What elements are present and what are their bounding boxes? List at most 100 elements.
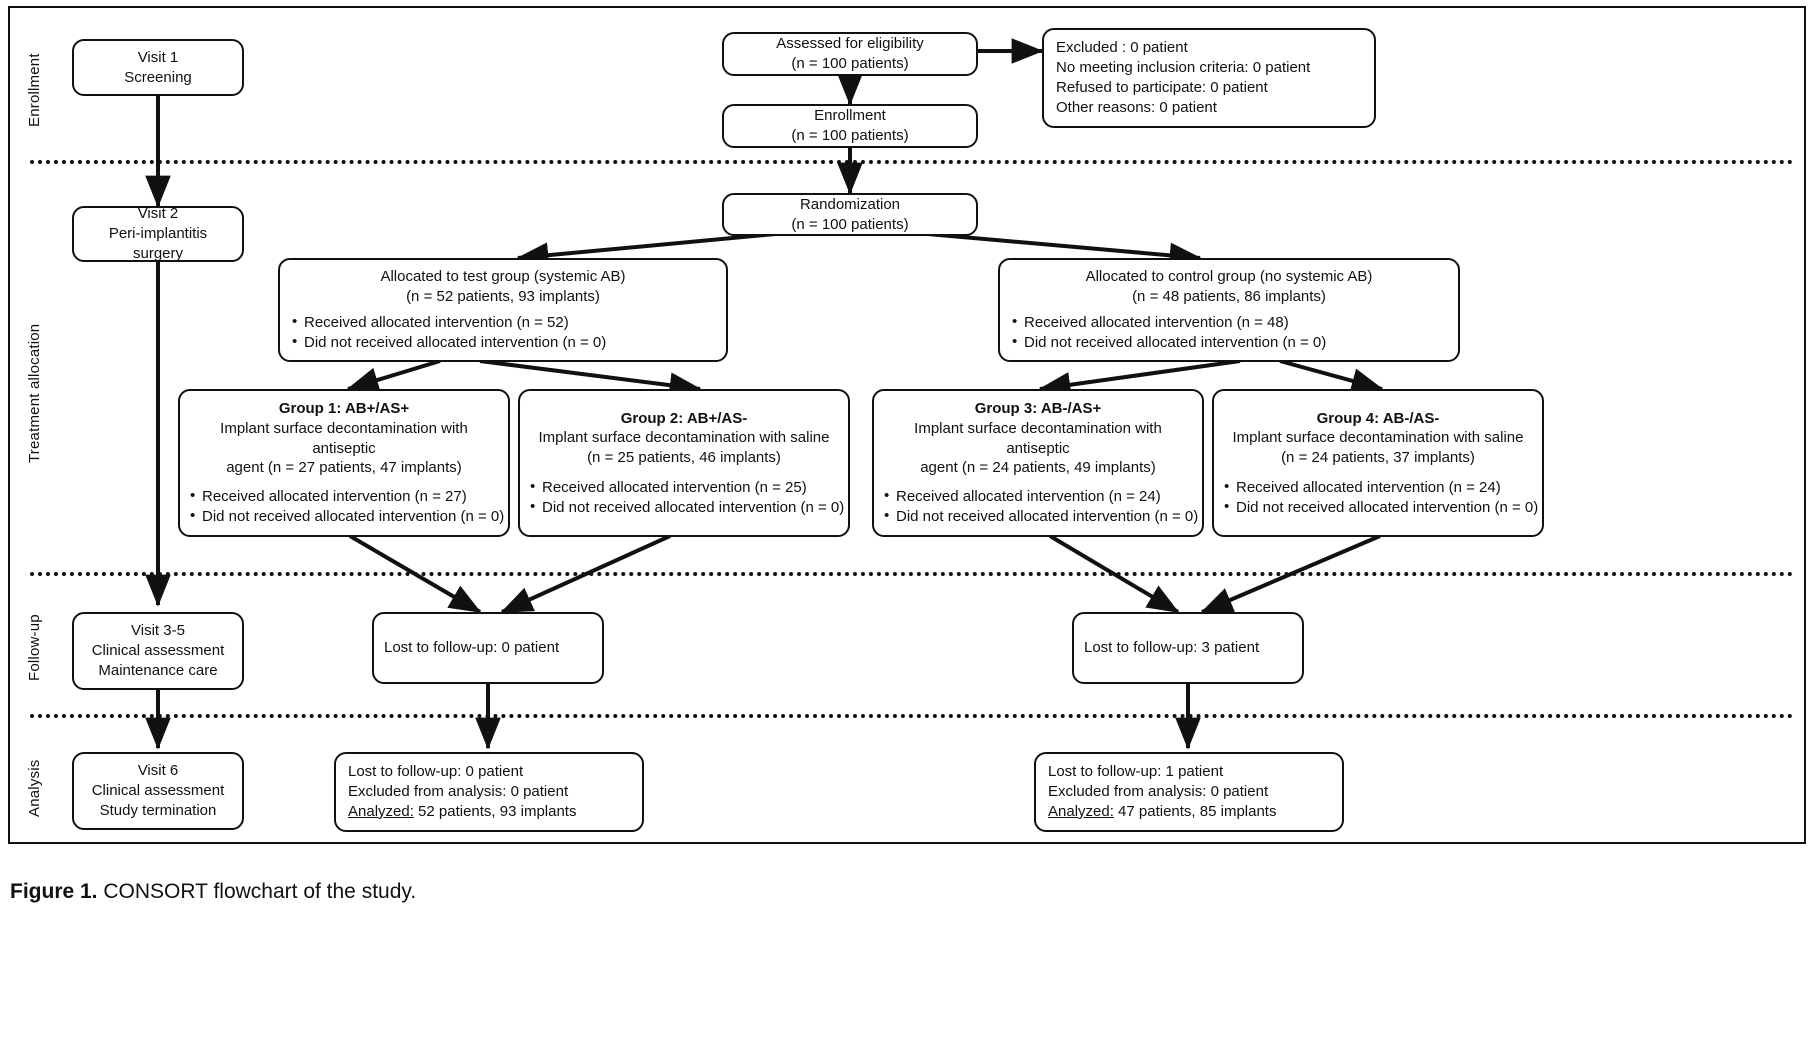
group4-bullets: Received allocated intervention (n = 24)…	[1222, 477, 1538, 518]
consort-flowchart-frame: Enrollment Treatment allocation Follow-u…	[8, 6, 1806, 844]
spacer	[290, 307, 716, 314]
node-visit-1[interactable]: Visit 1 Screening	[72, 39, 244, 96]
node-visit-6[interactable]: Visit 6 Clinical assessment Study termin…	[72, 752, 244, 830]
node-visit-3-5[interactable]: Visit 3-5 Clinical assessment Maintenanc…	[72, 612, 244, 690]
analysis-left-line3: Analyzed: 52 patients, 93 implants	[348, 802, 630, 822]
visit35-line1: Visit 3-5	[131, 622, 185, 640]
node-excluded[interactable]: Excluded : 0 patient No meeting inclusio…	[1042, 28, 1376, 128]
group2-title: Group 2: AB+/AS-	[620, 409, 748, 427]
assessed-line1: Assessed for eligibility	[776, 35, 924, 53]
analysis-left-analyzed-label: Analyzed:	[348, 802, 414, 820]
control-group-line2: (n = 48 patients, 86 implants)	[1132, 287, 1326, 305]
group1-bullet-2: Did not received allocated intervention …	[188, 506, 504, 527]
test-group-bullet-1: Received allocated intervention (n = 52)	[290, 312, 716, 333]
analysis-right-line1: Lost to follow-up: 1 patient	[1048, 763, 1224, 781]
group4-bullet-1: Received allocated intervention (n = 24)	[1222, 477, 1534, 498]
excluded-line-2: No meeting inclusion criteria: 0 patient	[1056, 59, 1311, 77]
node-analysis-right[interactable]: Lost to follow-up: 1 patient Excluded fr…	[1034, 752, 1344, 832]
group2-bullets: Received allocated intervention (n = 25)…	[528, 477, 844, 518]
node-assessed-for-eligibility[interactable]: Assessed for eligibility (n = 100 patien…	[722, 32, 978, 76]
group1-line2: agent (n = 27 patients, 47 implants)	[226, 459, 462, 477]
analysis-left-analyzed-value: 52 patients, 93 implants	[413, 802, 577, 820]
group2-bullet-2: Did not received allocated intervention …	[528, 497, 844, 518]
excluded-line-3: Refused to participate: 0 patient	[1056, 79, 1268, 96]
analysis-right-line3: Analyzed: 47 patients, 85 implants	[1048, 802, 1330, 822]
visit1-line1: Visit 1	[137, 48, 179, 66]
arrow-control-to-group4	[1279, 359, 1384, 394]
group1-bullet-1: Received allocated intervention (n = 27)	[188, 486, 500, 507]
analysis-right-analyzed-value: 47 patients, 85 implants	[1113, 802, 1277, 820]
visit6-line2: Clinical assessment	[91, 782, 225, 800]
enrollment-line2: (n = 100 patients)	[791, 127, 909, 144]
visit35-line2: Clinical assessment	[91, 642, 225, 660]
node-lost-to-followup-left[interactable]: Lost to follow-up: 0 patient	[372, 612, 604, 684]
visit2-line1: Visit 2	[137, 205, 179, 223]
group4-bullet-2: Did not received allocated intervention …	[1222, 497, 1538, 518]
lane-label-enrollment: Enrollment	[26, 53, 43, 127]
group2-line1: Implant surface decontamination with sal…	[538, 429, 830, 447]
control-group-bullet-2: Did not received allocated intervention …	[1010, 332, 1448, 353]
arrow-test-to-group1	[346, 359, 441, 393]
node-analysis-left[interactable]: Lost to follow-up: 0 patient Excluded fr…	[334, 752, 644, 832]
analysis-right-line2: Excluded from analysis: 0 patient	[1048, 783, 1269, 801]
group2-line2: (n = 25 patients, 46 implants)	[587, 449, 781, 467]
group1-bullets: Received allocated intervention (n = 27)…	[188, 486, 504, 527]
group3-line2: agent (n = 24 patients, 49 implants)	[920, 459, 1156, 477]
lane-label-treatment-allocation: Treatment allocation	[26, 323, 43, 463]
randomization-line2: (n = 100 patients)	[791, 215, 909, 233]
figure-caption: Figure 1. CONSORT flowchart of the study…	[10, 880, 416, 904]
control-group-line1: Allocated to control group (no systemic …	[1085, 268, 1373, 285]
spacer	[528, 468, 840, 478]
analysis-left-line2: Excluded from analysis: 0 patient	[348, 783, 569, 801]
group2-bullet-1: Received allocated intervention (n = 25)	[528, 477, 840, 498]
visit2-line2: Peri-implantitis surgery	[108, 225, 208, 262]
group3-line1: Implant surface decontamination with ant…	[914, 419, 1162, 457]
visit35-line3: Maintenance care	[98, 661, 218, 679]
spacer	[1010, 307, 1448, 314]
lane-separator-followup	[30, 714, 1794, 718]
visit6-line1: Visit 6	[137, 762, 179, 780]
group4-line2: (n = 24 patients, 37 implants)	[1281, 449, 1475, 467]
test-group-line1: Allocated to test group (systemic AB)	[380, 268, 626, 285]
spacer	[882, 478, 1194, 487]
node-group-3[interactable]: Group 3: AB-/AS+ Implant surface deconta…	[872, 389, 1204, 537]
lane-separator-treatment	[30, 572, 1794, 576]
figure-caption-text: CONSORT flowchart of the study.	[103, 880, 417, 903]
node-enrollment[interactable]: Enrollment (n = 100 patients)	[722, 104, 978, 148]
excluded-line-1: Excluded : 0 patient	[1056, 39, 1188, 57]
lane-label-analysis: Analysis	[26, 759, 43, 817]
node-group-4[interactable]: Group 4: AB-/AS- Implant surface deconta…	[1212, 389, 1544, 537]
node-allocated-test-group[interactable]: Allocated to test group (systemic AB) (n…	[278, 258, 728, 362]
lane-separator-enrollment	[30, 160, 1794, 164]
lane-label-follow-up: Follow-up	[26, 614, 43, 682]
analysis-right-analyzed-label: Analyzed:	[1048, 802, 1114, 820]
group4-line1: Implant surface decontamination with sal…	[1232, 429, 1524, 447]
control-group-bullets: Received allocated intervention (n = 48)…	[1010, 312, 1448, 353]
node-lost-to-followup-right[interactable]: Lost to follow-up: 3 patient	[1072, 612, 1304, 684]
node-visit-2[interactable]: Visit 2 Peri-implantitis surgery	[72, 205, 244, 262]
control-group-bullet-1: Received allocated intervention (n = 48)	[1010, 312, 1448, 333]
analysis-left-line1: Lost to follow-up: 0 patient	[348, 763, 524, 781]
group1-title: Group 1: AB+/AS+	[278, 400, 410, 417]
node-group-1[interactable]: Group 1: AB+/AS+ Implant surface deconta…	[178, 389, 510, 537]
group1-line1: Implant surface decontamination with ant…	[220, 419, 468, 457]
lost-left-line1: Lost to follow-up: 0 patient	[384, 639, 560, 657]
group3-bullet-1: Received allocated intervention (n = 24)	[882, 486, 1194, 507]
node-group-2[interactable]: Group 2: AB+/AS- Implant surface deconta…	[518, 389, 850, 537]
test-group-bullet-2: Did not received allocated intervention …	[290, 332, 716, 353]
test-group-line2: (n = 52 patients, 93 implants)	[406, 287, 600, 305]
group3-title: Group 3: AB-/AS+	[974, 400, 1102, 417]
node-randomization[interactable]: Randomization (n = 100 patients)	[722, 193, 978, 236]
arrow-control-to-group3	[1038, 359, 1241, 398]
spacer	[1222, 468, 1534, 478]
group4-title: Group 4: AB-/AS-	[1316, 409, 1440, 427]
arrow-test-to-group2	[479, 359, 702, 398]
excluded-line-4: Other reasons: 0 patient	[1056, 98, 1217, 116]
group3-bullets: Received allocated intervention (n = 24)…	[882, 486, 1198, 527]
spacer	[188, 478, 500, 487]
enrollment-line1: Enrollment	[814, 107, 886, 125]
visit6-line3: Study termination	[99, 801, 217, 819]
node-allocated-control-group[interactable]: Allocated to control group (no systemic …	[998, 258, 1460, 362]
assessed-line2: (n = 100 patients)	[791, 55, 909, 72]
